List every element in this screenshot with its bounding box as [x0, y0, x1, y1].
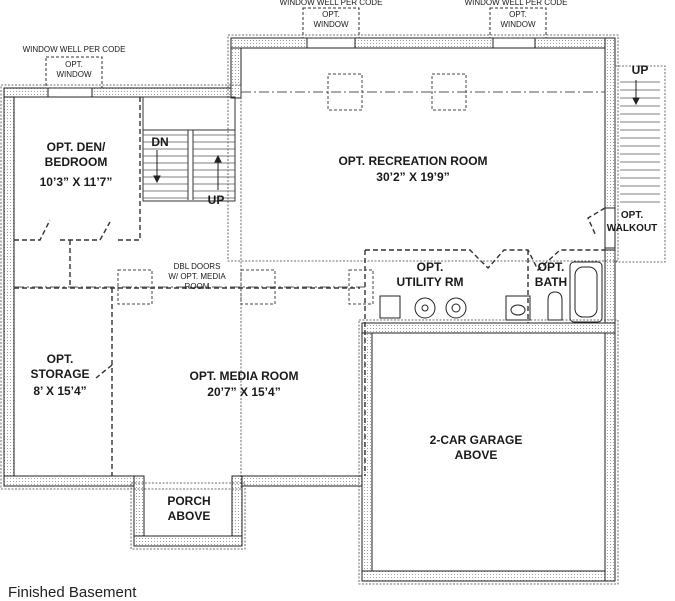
window-well-note-1: WINDOW WELL PER CODE — [22, 45, 126, 54]
exterior-stair-up-label: UP — [631, 63, 649, 77]
opt-window-label-3: OPT. WINDOW — [500, 10, 536, 29]
beam-lines — [14, 91, 605, 288]
stair-up-label: UP — [207, 193, 225, 207]
media-dims: 20’7” X 15’4” — [207, 385, 281, 399]
recreation-name: OPT. RECREATION ROOM — [338, 154, 488, 168]
porch-name: PORCH ABOVE — [167, 494, 211, 523]
posts — [117, 73, 467, 305]
den-dims: 10’3” X 11’7” — [39, 175, 113, 189]
utility-fixtures — [379, 295, 531, 321]
outline-lines — [0, 34, 666, 585]
stair-down-label: DN — [151, 135, 169, 149]
window-well-note-2: WINDOW WELL PER CODE — [279, 0, 383, 7]
garage-name: 2-CAR GARAGE ABOVE — [429, 433, 523, 462]
plan-caption: Finished Basement — [8, 584, 137, 601]
exterior-walls — [3, 37, 616, 582]
storage-name: OPT. STORAGE — [30, 352, 90, 381]
walkout-label: OPT. WALKOUT — [606, 210, 658, 234]
bath-fixtures — [547, 261, 603, 323]
wall-openings — [47, 37, 616, 249]
opt-window-label-2: OPT. WINDOW — [313, 10, 349, 29]
interior-walls — [14, 97, 606, 476]
window-well-note-3: WINDOW WELL PER CODE — [464, 0, 568, 7]
dbl-doors-note: DBL DOORS W/ OPT. MEDIA ROOM — [168, 262, 226, 291]
bath-name: OPT. BATH — [534, 260, 568, 289]
recreation-dims: 30’2” X 19’9” — [376, 170, 450, 184]
utility-name: OPT. UTILITY RM — [396, 260, 464, 289]
den-name: OPT. DEN/ BEDROOM — [44, 140, 108, 169]
exterior-stairs — [620, 81, 660, 203]
media-name: OPT. MEDIA ROOM — [189, 369, 299, 383]
stair-arrows — [153, 80, 640, 190]
storage-dims: 8’ X 15’4” — [33, 384, 87, 398]
opt-window-label-1: OPT. WINDOW — [56, 60, 92, 79]
window-well-boxes — [45, 7, 547, 89]
stair-treads — [143, 134, 235, 199]
